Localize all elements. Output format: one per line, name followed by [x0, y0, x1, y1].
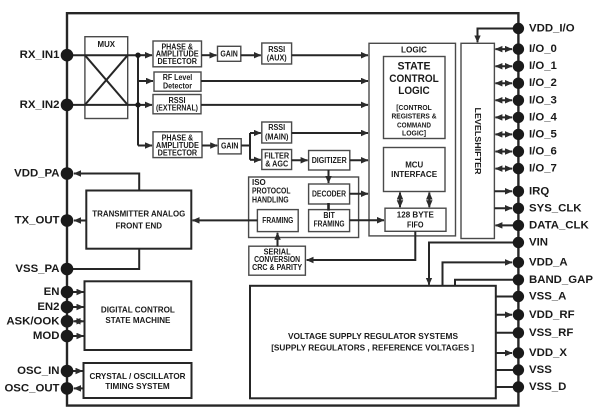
svg-text:CRC & PARITY: CRC & PARITY [252, 263, 303, 272]
svg-text:VDD_X: VDD_X [529, 347, 567, 359]
svg-text:RSSI: RSSI [169, 96, 186, 105]
svg-text:FIFO: FIFO [407, 221, 424, 230]
svg-text:TIMING SYSTEM: TIMING SYSTEM [105, 381, 170, 391]
svg-text:CONVERSION: CONVERSION [254, 255, 300, 264]
svg-text:I/O_0: I/O_0 [529, 43, 557, 55]
svg-text:PHASE &: PHASE & [162, 134, 194, 143]
svg-text:DATA_CLK: DATA_CLK [529, 219, 589, 231]
svg-text:GAIN: GAIN [221, 142, 239, 151]
svg-text:VOLTAGE SUPPLY REGULATOR SYSTE: VOLTAGE SUPPLY REGULATOR SYSTEMS [288, 331, 458, 341]
svg-text:DECODER: DECODER [312, 189, 346, 198]
svg-text:LOGIC]: LOGIC] [402, 131, 426, 138]
svg-text:BIT: BIT [323, 211, 335, 220]
svg-text:(AUX): (AUX) [267, 54, 287, 63]
svg-text:VDD_PA: VDD_PA [14, 168, 59, 180]
svg-text:LOGIC: LOGIC [401, 46, 427, 55]
svg-text:BAND_GAP: BAND_GAP [529, 274, 593, 286]
svg-text:MOD: MOD [33, 330, 60, 342]
svg-text:HANDLING: HANDLING [252, 195, 289, 204]
svg-text:I/O_2: I/O_2 [529, 77, 557, 89]
svg-text:FILTER: FILTER [264, 152, 289, 161]
svg-text:CRYSTAL / OSCILLATOR: CRYSTAL / OSCILLATOR [90, 371, 186, 381]
svg-text:VDD_RF: VDD_RF [529, 309, 575, 321]
svg-text:CONTROL: CONTROL [389, 73, 439, 85]
svg-text:128 BYTE: 128 BYTE [397, 210, 435, 219]
svg-text:MUX: MUX [98, 40, 116, 49]
svg-text:VSS: VSS [529, 364, 552, 376]
svg-text:VSS_RF: VSS_RF [529, 327, 573, 339]
svg-text:I/O_5: I/O_5 [529, 128, 558, 140]
svg-text:AMPLITUDE: AMPLITUDE [156, 50, 200, 59]
svg-text:IRQ: IRQ [529, 185, 549, 197]
svg-text:I/O_1: I/O_1 [529, 60, 558, 72]
svg-text:INTERFACE: INTERFACE [391, 170, 438, 179]
svg-text:EN: EN [44, 286, 60, 298]
svg-text:ISO: ISO [252, 178, 266, 187]
svg-text:VIN: VIN [529, 237, 548, 249]
svg-text:Detector: Detector [163, 82, 192, 91]
svg-text:REGISTERS &: REGISTERS & [392, 114, 437, 121]
svg-text:VSS_A: VSS_A [529, 291, 566, 303]
svg-text:DETECTOR: DETECTOR [158, 148, 198, 157]
svg-text:I/O_4: I/O_4 [529, 111, 558, 123]
svg-text:STATE MACHINE: STATE MACHINE [105, 315, 170, 325]
svg-text:& AGC: & AGC [265, 159, 288, 168]
svg-text:MCU: MCU [405, 161, 423, 170]
svg-text:LOGIC: LOGIC [398, 85, 430, 97]
svg-text:COMMAND: COMMAND [397, 122, 431, 129]
svg-text:OSC_IN: OSC_IN [17, 365, 59, 377]
svg-text:EN2: EN2 [37, 301, 59, 313]
svg-text:FRAMING: FRAMING [314, 219, 345, 228]
svg-text:SERIAL: SERIAL [264, 247, 291, 256]
svg-text:RX_IN2: RX_IN2 [20, 99, 60, 111]
svg-text:RSSI: RSSI [268, 123, 285, 132]
svg-text:RF Level: RF Level [163, 73, 193, 82]
svg-text:VSS_D: VSS_D [529, 381, 566, 393]
svg-text:DIGITIZER: DIGITIZER [312, 156, 347, 165]
svg-text:I/O_6: I/O_6 [529, 146, 557, 158]
svg-text:PHASE &: PHASE & [161, 42, 193, 51]
svg-text:(MAIN): (MAIN) [265, 132, 289, 141]
svg-text:STATE: STATE [398, 61, 431, 73]
svg-text:VDD_A: VDD_A [529, 256, 568, 268]
svg-text:LEVELSHIFTER: LEVELSHIFTER [473, 108, 482, 175]
svg-text:DETECTOR: DETECTOR [157, 57, 197, 66]
svg-text:AMPLITUDE: AMPLITUDE [156, 141, 200, 150]
svg-text:VDD_I/O: VDD_I/O [529, 23, 575, 35]
svg-text:I/O_3: I/O_3 [529, 94, 557, 106]
svg-text:[CONTROL: [CONTROL [396, 105, 432, 112]
svg-text:SYS_CLK: SYS_CLK [529, 202, 582, 214]
svg-text:PROTOCOL: PROTOCOL [252, 187, 291, 196]
svg-text:FRONT END: FRONT END [116, 220, 163, 230]
svg-text:GAIN: GAIN [220, 49, 238, 58]
svg-text:VSS_PA: VSS_PA [15, 263, 59, 275]
svg-text:DIGITAL CONTROL: DIGITAL CONTROL [101, 304, 175, 314]
svg-text:I/O_7: I/O_7 [529, 163, 557, 175]
svg-text:TRANSMITTER ANALOG: TRANSMITTER ANALOG [92, 209, 185, 219]
svg-text:RSSI: RSSI [268, 45, 285, 54]
svg-text:FRAMING: FRAMING [262, 216, 293, 225]
svg-text:TX_OUT: TX_OUT [15, 215, 60, 227]
svg-text:OSC_OUT: OSC_OUT [4, 382, 59, 394]
svg-text:RX_IN1: RX_IN1 [20, 49, 61, 61]
svg-text:[SUPPLY REGULATORS , REFERENCE: [SUPPLY REGULATORS , REFERENCE VOLTAGES … [271, 343, 474, 353]
svg-text:ASK/OOK: ASK/OOK [6, 315, 60, 327]
svg-text:(EXTERNAL): (EXTERNAL) [156, 103, 198, 112]
